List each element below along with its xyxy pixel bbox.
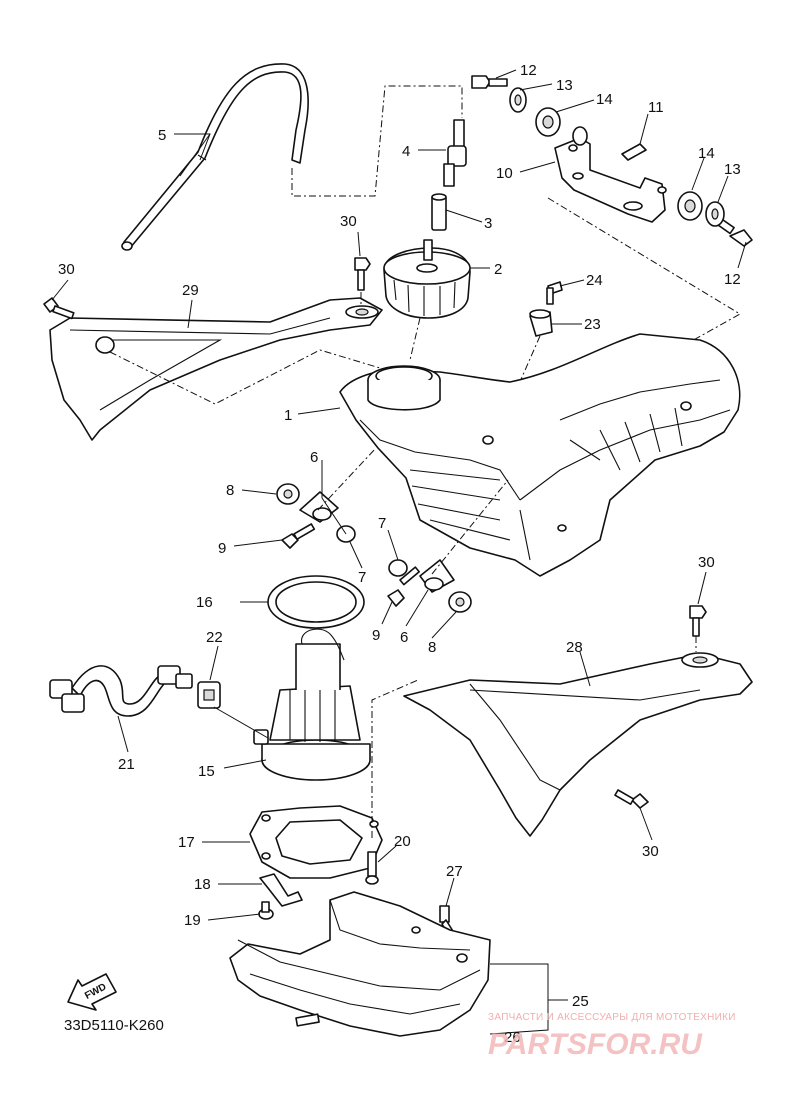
callout-2: 2 <box>494 261 502 278</box>
tank-bolt-and-collar <box>529 281 563 337</box>
breather-hose <box>121 63 309 251</box>
bolt-30-right-bottom <box>614 789 649 809</box>
callout-12: 12 <box>520 62 537 79</box>
fuel-tank-cap <box>383 239 471 319</box>
under-cover-assembly <box>229 891 491 1037</box>
right-side-cover <box>403 652 753 837</box>
bolt-20 <box>365 851 379 885</box>
tank-mount-hardware-upper <box>276 483 356 549</box>
fuel-tank <box>339 333 741 577</box>
callout-26: 26 <box>504 1029 521 1046</box>
callout-11: 11 <box>648 99 664 116</box>
callout-30: 30 <box>642 843 659 860</box>
callout-28: 28 <box>566 639 583 656</box>
bolt-30-right-top <box>689 605 707 637</box>
callout-30: 30 <box>58 261 75 278</box>
cover-left-route-line <box>109 349 381 405</box>
callout-24: 24 <box>586 272 603 289</box>
leader-lines <box>51 69 747 921</box>
callout-8: 8 <box>428 639 436 656</box>
cover-bracket-line <box>489 963 549 1035</box>
callout-25: 25 <box>572 993 589 1010</box>
bolt-30-left <box>43 297 75 320</box>
pump-connector <box>197 681 221 709</box>
fuel-pump <box>253 628 371 781</box>
callout-13: 13 <box>724 161 741 178</box>
callout-9: 9 <box>218 540 226 557</box>
callout-12: 12 <box>724 271 741 288</box>
callout-30: 30 <box>698 554 715 571</box>
fuel-hose-assembly <box>49 665 193 717</box>
callout-5: 5 <box>158 127 166 144</box>
mount-lower-route-line <box>431 479 509 575</box>
callout-18: 18 <box>194 876 211 893</box>
left-side-cover <box>49 297 383 441</box>
callout-8: 8 <box>226 482 234 499</box>
cap-route-line <box>409 317 421 361</box>
callout-14: 14 <box>698 145 715 162</box>
screw-19 <box>258 901 274 920</box>
hose-route-line <box>291 85 463 197</box>
fuel-fitting <box>443 119 467 187</box>
short-pipe <box>431 193 447 231</box>
hose-clamp <box>259 873 303 907</box>
watermark: ЗАПЧАСТИ И АКСЕССУАРЫ ДЛЯ МОТОТЕХНИКИ PA… <box>488 1012 736 1061</box>
collar-route-line <box>511 335 541 401</box>
callout-3: 3 <box>484 215 492 232</box>
watermark-brand: PARTSFOR.RU <box>488 1028 703 1061</box>
diagram-code: 33D5110-K260 <box>64 1017 164 1034</box>
pump-route-line <box>371 679 419 838</box>
callout-1: 1 <box>284 407 292 424</box>
callout-21: 21 <box>118 756 135 773</box>
tank-mount-hardware-lower <box>387 559 472 613</box>
callout-7: 7 <box>378 515 386 532</box>
callout-30: 30 <box>340 213 357 230</box>
callout-15: 15 <box>198 763 215 780</box>
callout-9: 9 <box>372 627 380 644</box>
callout-29: 29 <box>182 282 199 299</box>
fuel-pump-gasket <box>267 575 365 629</box>
callout-23: 23 <box>584 316 601 333</box>
callout-22: 22 <box>206 629 223 646</box>
forward-direction-arrow: FWD <box>67 973 117 1011</box>
watermark-subtitle: ЗАПЧАСТИ И АКСЕССУАРЫ ДЛЯ МОТОТЕХНИКИ <box>488 1012 736 1023</box>
callout-14: 14 <box>596 91 613 108</box>
callout-19: 19 <box>184 912 201 929</box>
callout-13: 13 <box>556 77 573 94</box>
callout-labels: 1 2 3 4 5 6 6 7 7 8 8 9 9 10 11 12 12 13… <box>58 62 741 1046</box>
callout-7: 7 <box>358 569 366 586</box>
callout-20: 20 <box>394 833 411 850</box>
bolt-30-top <box>354 257 371 291</box>
callout-10: 10 <box>496 165 513 182</box>
callout-4: 4 <box>402 143 410 160</box>
mount-upper-route-line <box>317 447 377 511</box>
tank-bracket-assembly <box>471 75 753 247</box>
callout-6: 6 <box>400 629 408 646</box>
pump-mount-plate <box>249 805 383 879</box>
callout-16: 16 <box>196 594 213 611</box>
callout-27: 27 <box>446 863 463 880</box>
callout-17: 17 <box>178 834 195 851</box>
callout-6: 6 <box>310 449 318 466</box>
